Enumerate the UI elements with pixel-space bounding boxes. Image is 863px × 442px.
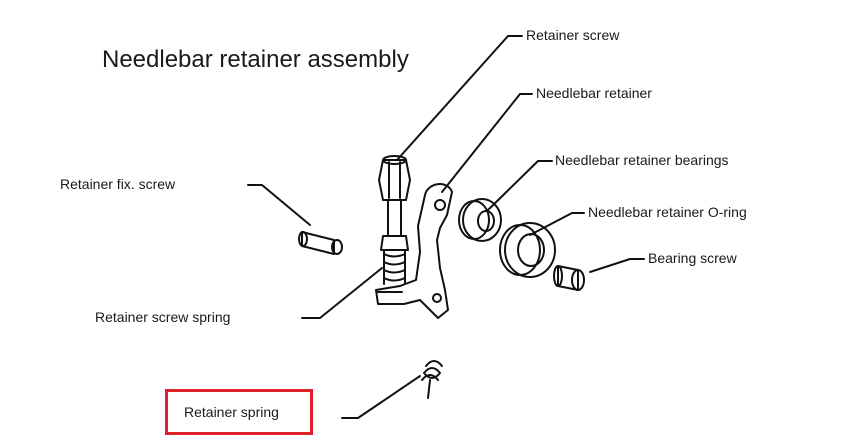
highlight-box: [165, 389, 313, 435]
label-retainer-screw-spring: Retainer screw spring: [95, 309, 231, 325]
bearing-screw-part: [553, 265, 585, 291]
leader-retainer-screw-spring: [301, 267, 383, 319]
retainer-screw-part: [378, 155, 411, 285]
leader-retainer-fix-screw: [247, 184, 311, 226]
leader-bearing-screw: [589, 258, 645, 273]
label-retainer-fix-screw: Retainer fix. screw: [60, 176, 176, 192]
retainer-spring-part: [421, 360, 443, 399]
bearing-part: [458, 198, 502, 242]
leader-lines: [247, 35, 645, 419]
leader-needlebar-retainer-bearings: [487, 160, 553, 211]
label-needlebar-retainer-bearings: Needlebar retainer bearings: [555, 152, 729, 168]
label-needlebar-retainer: Needlebar retainer: [536, 85, 652, 101]
label-needlebar-retainer-o-ring: Needlebar retainer O-ring: [588, 204, 747, 220]
needlebar-retainer-part: [375, 183, 453, 319]
retainer-fix-screw-part: [298, 231, 343, 255]
diagram-title: Needlebar retainer assembly: [102, 46, 409, 73]
label-bearing-screw: Bearing screw: [648, 250, 737, 266]
leader-retainer-screw: [396, 35, 523, 161]
label-retainer-spring: Retainer spring: [184, 404, 279, 420]
leader-needlebar-retainer: [441, 93, 533, 193]
leader-retainer-spring: [341, 375, 421, 419]
label-retainer-screw: Retainer screw: [526, 27, 620, 43]
o-ring-part: [499, 222, 556, 278]
